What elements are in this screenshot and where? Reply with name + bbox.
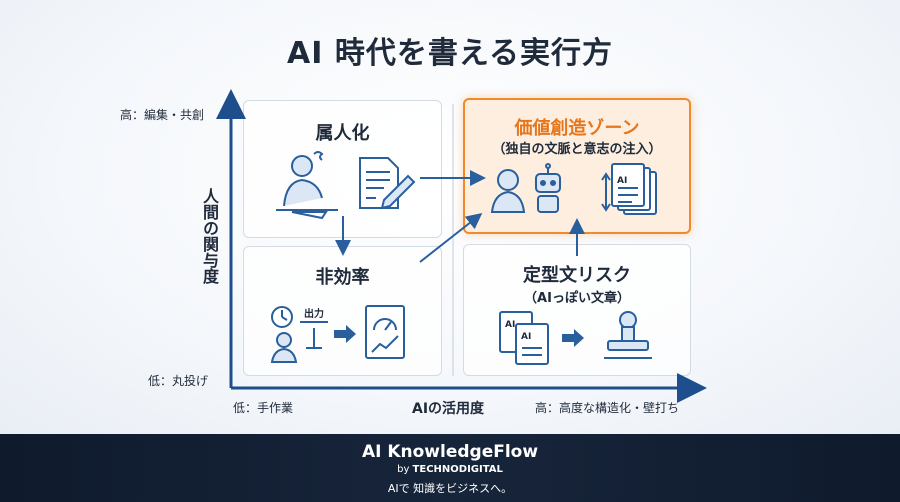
quadrant-title-value-creation: 価値創造ゾーン [514,118,640,139]
right-arrow-icon [334,325,356,343]
speed-chart-icon [365,305,405,359]
x-low-label: 低：手作業 [233,401,294,415]
brand-tagline: AIで 知識をビジネスへ。 [387,482,513,495]
quadrant-subtitle-value-creation: （独自の文脈と意志の注入） [492,142,662,157]
quadrant-title-template-risk: 定型文リスク [523,265,631,286]
y-high-label: 高：編集・共創 [120,108,205,122]
clock-person-icon [270,306,328,363]
resize-arrow-icon [601,172,611,212]
footer-banner: AI KnowledgeFlow by TECHNODIGITAL AIで 知識… [0,434,900,502]
arrow-inefficient-to-value [419,213,483,263]
byline-prefix: by [397,464,410,475]
document-pen-icon [359,157,416,210]
output-label: 出力 [304,307,324,320]
quadrant-subtitle-template-risk: （AIっぽい文章） [524,291,630,306]
quadrant-bottom-right: 定型文リスク （AIっぽい文章） [463,244,691,376]
ai-documents-icon [499,311,549,365]
ai-document-stack-icon [611,163,657,215]
x-high-label: 高：高度な構造化・壁打ち [535,401,680,415]
byline-company: TECHNODIGITAL [412,464,503,475]
diagram-canvas: AI 時代を書える実行方 属人化 非効率 価値創造ゾーン （独自の文脈と意志の注… [0,0,900,434]
person-writing-icon [276,151,338,220]
y-low-label: 低：丸投げ [148,374,209,388]
x-axis-title: AIの活用度 [412,401,485,417]
right-arrow-icon-2 [562,329,584,347]
ai-document-label: AI [617,176,627,186]
quadrant-title-individualized: 属人化 [315,123,370,144]
y-axis-title: 人間の関与度 [200,188,219,284]
quadrant-title-inefficient: 非効率 [315,267,370,288]
diagram-graphics: 出力 [216,89,707,403]
brand-name: AI KnowledgeFlow [361,442,539,462]
quadrant-top-left: 属人化 [243,100,442,238]
ai-doc-label-1: AI [505,320,515,330]
robot-icon [535,163,561,213]
ai-doc-label-2: AI [521,332,531,342]
page-title: AI 時代を書える実行方 [287,36,613,71]
stamp-icon [604,311,652,359]
brand-byline: by TECHNODIGITAL [0,464,900,475]
person-icon [490,169,526,213]
